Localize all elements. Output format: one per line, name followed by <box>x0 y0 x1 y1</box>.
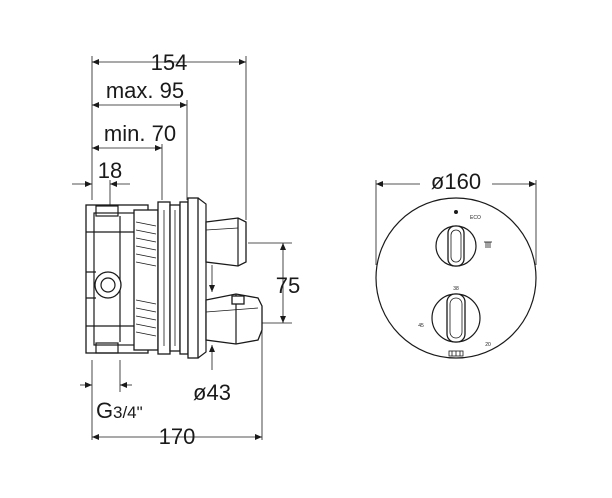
lower-handle <box>205 293 263 345</box>
dim-max: max. 95 <box>106 78 184 103</box>
dim-diameter: ø43 <box>193 380 231 405</box>
dim-spacing: 75 <box>276 273 300 298</box>
dim-overall: 154 <box>151 50 188 75</box>
indicator-dot-icon <box>454 210 458 214</box>
cover-plate-front <box>375 197 537 359</box>
dimension-lines <box>72 59 286 440</box>
label-eco: ECO <box>470 215 481 221</box>
dim-thread: G <box>96 398 113 423</box>
flow-icon <box>484 241 492 248</box>
dim-min: min. 70 <box>104 121 176 146</box>
label-45: 45 <box>418 323 424 329</box>
lower-knob: 38 45 20 <box>418 286 491 357</box>
extension-lines <box>91 56 292 440</box>
upper-knob: ECO <box>435 210 492 267</box>
plaster-guard <box>133 201 189 355</box>
dim-plate: ø160 <box>431 169 481 194</box>
label-38: 38 <box>453 286 459 292</box>
dim-thread-size: 3/4" <box>113 403 143 422</box>
side-view: 154 max. 95 min. 70 18 75 ø43 G 3/4" 170 <box>72 50 300 449</box>
dim-depth: 170 <box>159 424 196 449</box>
label-20: 20 <box>485 342 491 348</box>
cover-plate <box>187 197 207 359</box>
upper-handle <box>205 217 247 267</box>
dim-offset: 18 <box>98 158 122 183</box>
brand-logo-icon <box>448 350 464 357</box>
front-view: ø160 ECO 38 45 20 <box>375 168 537 359</box>
